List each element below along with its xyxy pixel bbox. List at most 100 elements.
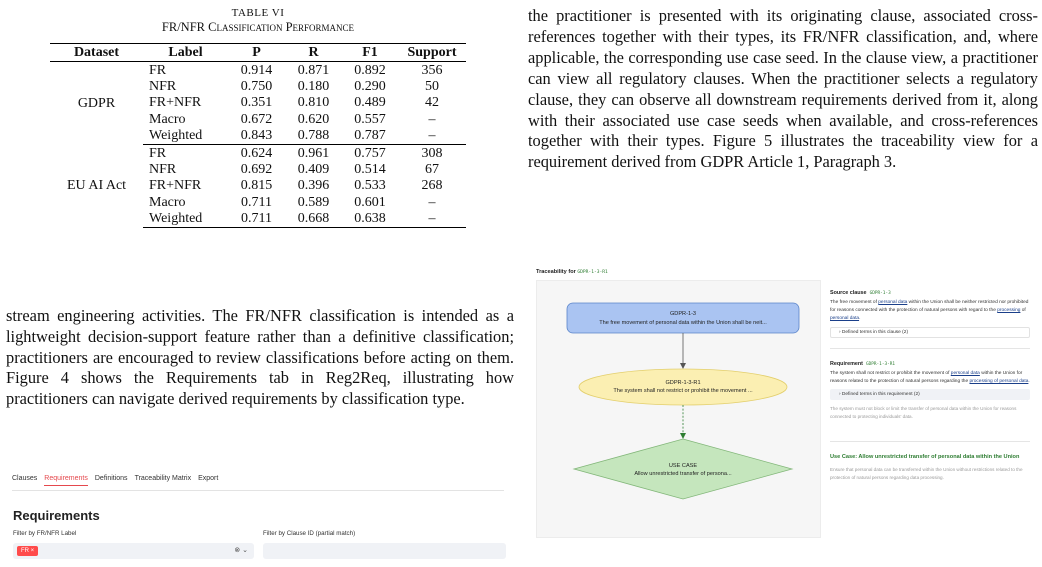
cell-support: –: [398, 127, 466, 145]
use-case-node-text: Allow unrestricted transfer of persona..…: [634, 471, 732, 477]
dataset-cell: GDPR: [77, 95, 116, 111]
tab-traceability-matrix[interactable]: Traceability Matrix: [134, 475, 192, 482]
cell-f1: 0.533: [354, 178, 386, 194]
clause-node-id: GDPR-1-3: [670, 311, 696, 317]
cell-p: 0.711: [228, 210, 285, 228]
clause-node-text: The free movement of personal data withi…: [599, 320, 767, 326]
requirements-tab-bar: Clauses Requirements Definitions Traceabili…: [12, 475, 218, 486]
requirement-node[interactable]: [578, 368, 788, 406]
cell-r: 0.788: [285, 127, 342, 145]
cell-p: 0.750: [240, 78, 273, 94]
right-body-paragraph: the practitioner is presented with its o…: [528, 6, 1038, 172]
traceability-graph[interactable]: GDPR-1-3 The free movement of personal d…: [536, 280, 821, 538]
cell-label: FR: [149, 62, 167, 78]
tab-definitions[interactable]: Definitions: [94, 475, 128, 482]
fr-nfr-filter-select[interactable]: FR × ⊗ ⌄: [13, 543, 254, 559]
requirement-paraphrase: The system must not block or limit the t…: [830, 406, 1017, 420]
clause-id-filter-input[interactable]: [263, 543, 506, 559]
cell-p: 0.843: [228, 127, 285, 145]
cell-support: –: [428, 112, 436, 128]
cell-label: Weighted: [143, 210, 228, 228]
cell-r: 0.871: [297, 62, 330, 78]
requirements-heading: Requirements: [13, 508, 100, 523]
traceability-view-screenshot: Traceability for GDPR-1-3-R1 GDPR-1-3 Th…: [530, 264, 1038, 542]
use-case-node[interactable]: [572, 438, 794, 500]
cell-support: 268: [421, 178, 443, 194]
cell-label: NFR: [149, 161, 177, 177]
source-clause-id: GDPR-1-3: [869, 291, 891, 296]
cell-r: 0.396: [297, 178, 330, 194]
requirement-node-id: GDPR-1-3-R1: [665, 380, 700, 386]
cell-p: 0.351: [240, 95, 273, 111]
table-header-row: Dataset Label P R F1 Support: [50, 43, 466, 62]
cell-label: NFR: [149, 78, 177, 94]
header-label: Label: [143, 43, 228, 62]
cell-p: 0.672: [240, 112, 273, 128]
header-f1: F1: [342, 43, 398, 62]
select-controls-icon[interactable]: ⊗ ⌄: [234, 547, 248, 554]
use-case-node-title: USE CASE: [669, 463, 698, 469]
clause-defined-terms-expander[interactable]: › Defined terms in this clause (2): [830, 326, 1030, 338]
tab-export[interactable]: Export: [198, 475, 219, 482]
cell-r: 0.589: [297, 195, 330, 211]
cell-p: 0.711: [241, 195, 272, 211]
header-dataset: Dataset: [50, 43, 143, 62]
cell-p: 0.914: [240, 62, 273, 78]
requirement-defined-terms-expander[interactable]: › Defined terms in this requirement (2): [830, 389, 1030, 401]
filter-label-fr-nfr: Filter by FR/NFR Label: [13, 530, 77, 537]
term-link-processing[interactable]: processing: [997, 308, 1021, 314]
dataset-cell: EU AI Act: [66, 178, 127, 194]
cell-p: 0.624: [240, 145, 273, 161]
req-term-link-personal-data[interactable]: personal data: [950, 370, 980, 376]
traceability-graph-svg: GDPR-1-3 The free movement of personal d…: [566, 302, 800, 500]
tab-requirements[interactable]: Requirements: [44, 475, 88, 486]
term-link-personal-data-2[interactable]: personal data: [830, 316, 860, 322]
cell-support: –: [398, 210, 466, 228]
cell-label: Macro: [149, 195, 186, 211]
term-link-personal-data[interactable]: personal data: [878, 300, 908, 305]
requirement-id: GDPR-1-3-R1: [865, 361, 896, 367]
cell-support: 308: [421, 145, 443, 161]
cell-f1: 0.638: [342, 210, 398, 228]
left-body-paragraph: stream engineering activities. The FR/NF…: [6, 306, 514, 409]
cell-r: 0.810: [297, 95, 330, 111]
cell-support: 67: [425, 161, 439, 177]
header-recall: R: [285, 43, 342, 62]
table-vi-block: TABLE VI FR/NFR Classification Performan…: [50, 6, 466, 228]
traceability-header-id: GDPR-1-3-R1: [577, 270, 608, 275]
cell-r: 0.668: [285, 210, 342, 228]
classification-performance-table: Dataset Label P R F1 Support GDPR FR 0.914…: [50, 43, 466, 228]
cell-label: FR: [149, 145, 167, 161]
source-clause-text: The free movement of personal data withi…: [830, 300, 1029, 322]
clause-node[interactable]: [566, 302, 800, 334]
cell-r: 0.180: [297, 78, 330, 94]
cell-support: 50: [425, 78, 439, 94]
fr-filter-chip[interactable]: FR ×: [17, 546, 39, 556]
tab-divider: [12, 490, 504, 491]
cell-r: 0.961: [297, 145, 330, 161]
req-to-usecase-arrowhead: [680, 433, 686, 439]
cell-label: Weighted: [143, 127, 228, 145]
cell-label: FR+NFR: [149, 178, 202, 194]
cell-support: 356: [421, 62, 443, 78]
req-term-link-processing[interactable]: processing of personal data: [969, 378, 1029, 384]
cell-r: 0.620: [297, 112, 330, 128]
tab-clauses[interactable]: Clauses: [12, 475, 38, 482]
filter-label-clause-id: Filter by Clause ID (partial match): [263, 530, 356, 537]
cell-f1: 0.514: [354, 161, 386, 177]
requirement-text: The system shall not restrict or prohibi…: [830, 370, 1030, 384]
traceability-header: Traceability for GDPR-1-3-R1: [536, 269, 608, 275]
header-support: Support: [398, 43, 466, 62]
cell-r: 0.409: [297, 161, 330, 177]
